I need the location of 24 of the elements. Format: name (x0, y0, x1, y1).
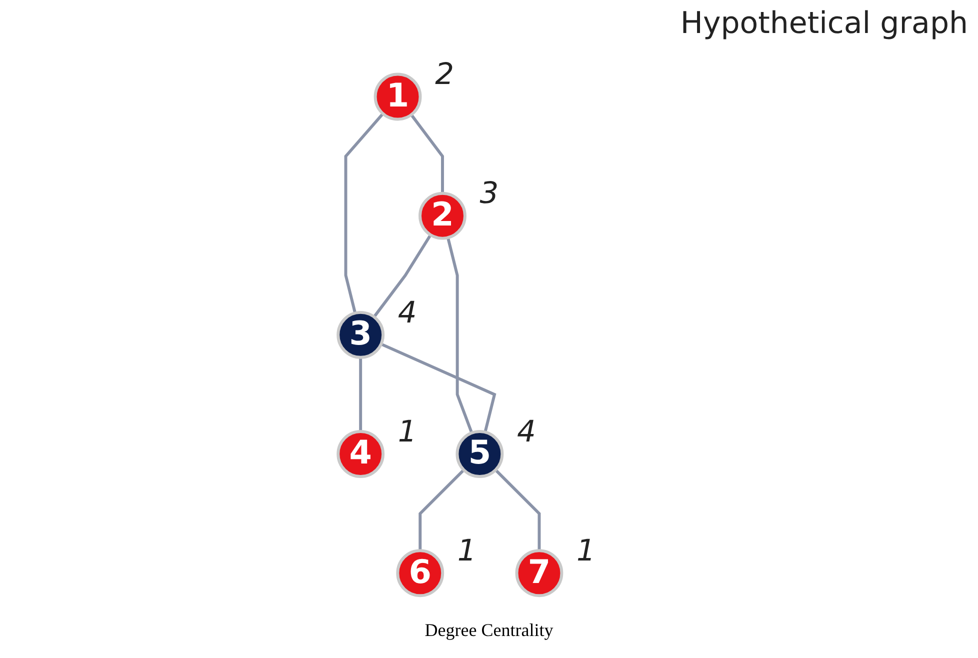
node-circle: 7 (515, 549, 564, 598)
node-circle: 5 (456, 430, 504, 478)
degree-label: 4 (398, 294, 417, 330)
degree-label: 2 (435, 56, 454, 92)
node-circle: 3 (336, 310, 385, 359)
caption: Degree Centrality (424, 620, 554, 641)
node-circle: 4 (336, 430, 385, 478)
degree-label: 3 (480, 175, 499, 210)
degree-label: 1 (457, 532, 476, 568)
degree-label: 1 (576, 532, 596, 568)
connector (372, 234, 432, 318)
node-circle: 6 (396, 549, 444, 598)
node-circle: 2 (418, 192, 466, 240)
degree-label: 1 (398, 413, 417, 448)
degree-label: 4 (516, 413, 536, 448)
diagram-title: Hypothetical graph (680, 6, 968, 41)
node-circle: 1 (374, 72, 422, 121)
connector (410, 114, 444, 194)
connector (359, 357, 362, 432)
connector (380, 342, 496, 433)
connector (418, 468, 465, 551)
connector (446, 237, 474, 434)
connector (344, 112, 384, 314)
connector (494, 468, 541, 551)
